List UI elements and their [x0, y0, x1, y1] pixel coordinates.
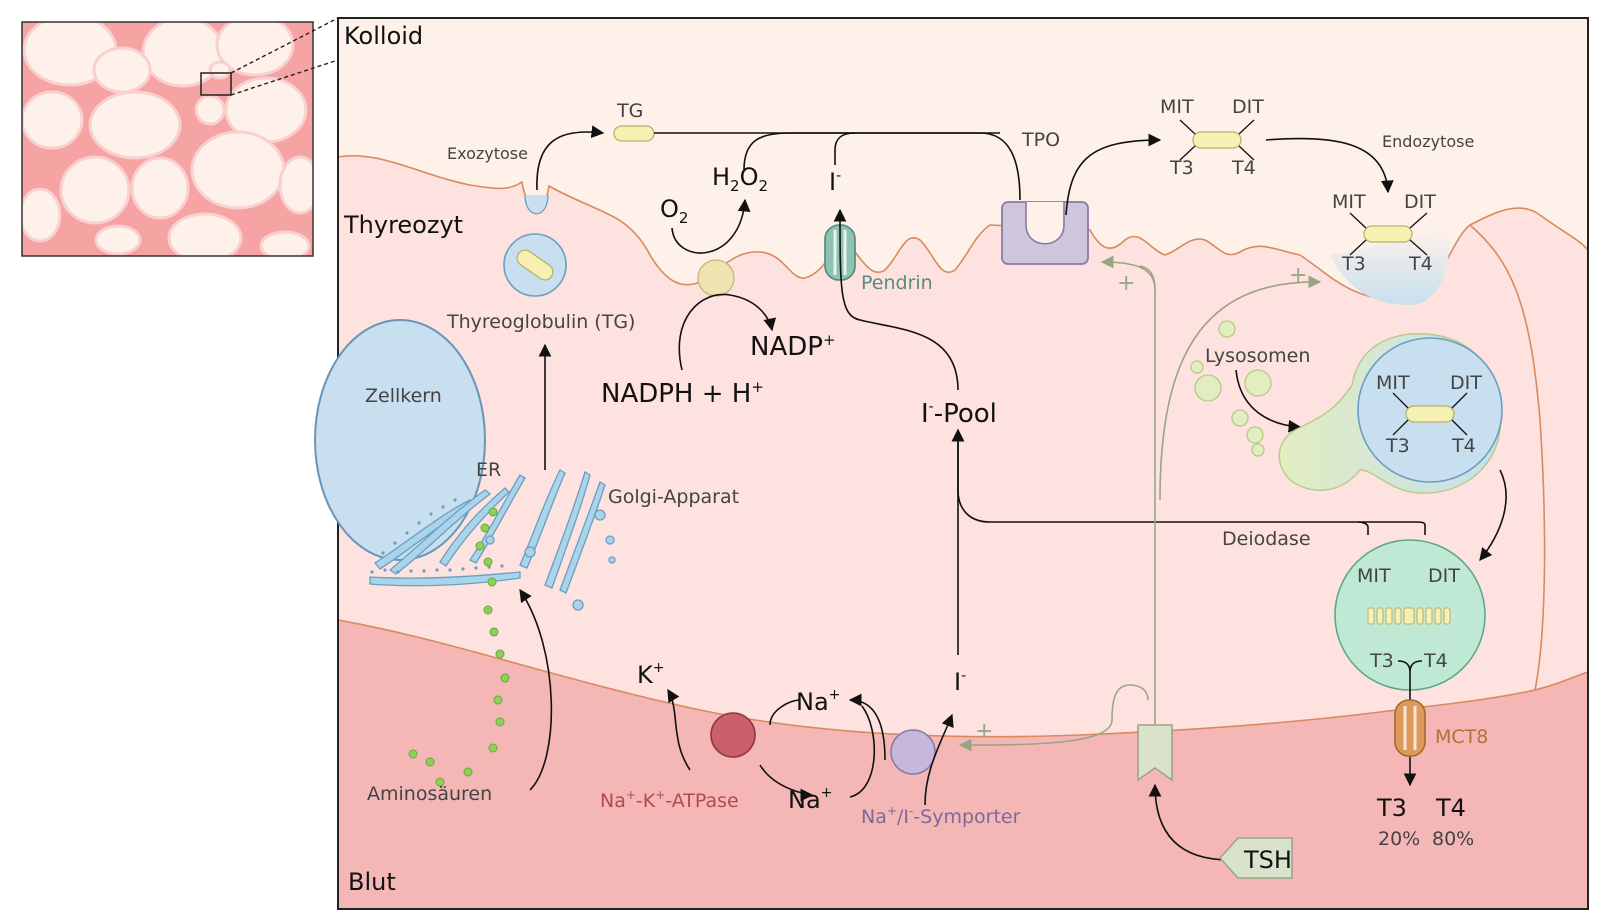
tsh-to-tpo-arrow [1100, 255, 1156, 291]
iodide-basal-label: I- [954, 668, 966, 696]
tsh-binding-arrow [1148, 783, 1231, 861]
o2-to-h2o2-arrow [671, 198, 751, 254]
na-to-symporter-top [848, 693, 886, 761]
cleavage-mit-label: MIT [1357, 565, 1391, 587]
tpo-label: TPO [1021, 129, 1060, 151]
blood-label: Blut [348, 868, 396, 896]
iodide-to-tpo-line [834, 132, 856, 165]
nadp-label: NADP+ [750, 331, 836, 362]
amino-acids [408, 507, 510, 787]
golgi-label: Golgi-Apparat [608, 486, 739, 508]
k-label: K+ [637, 660, 664, 689]
symporter-label: Na+/I--Symporter [861, 804, 1021, 828]
amino-acids-label: Aminosäuren [367, 783, 492, 805]
output-t3-label: T3 [1376, 794, 1407, 822]
na-atpase-arrow [759, 764, 814, 802]
cleavage-dit-label: DIT [1428, 565, 1460, 587]
deiodase-return-line [951, 428, 1426, 535]
amino-acid-to-er-arrow [519, 588, 553, 791]
svg-text:DIT: DIT [1232, 96, 1264, 118]
tsh-hormone [1218, 837, 1293, 879]
svg-text:T4: T4 [1451, 435, 1476, 457]
tpo-to-iodinated-tg-arrow [1065, 133, 1162, 216]
pool-to-pendrin-arrow [833, 208, 959, 391]
nadph-arrow [678, 293, 777, 371]
exocytosis-label: Exozytose [447, 144, 528, 163]
output-t4-label: T4 [1435, 794, 1466, 822]
deiodase-mit-line [1357, 521, 1369, 535]
iodide-pool-label: I--Pool [921, 399, 997, 429]
iodide-uptake-arrow [924, 713, 954, 806]
output-t3-percent: 20% [1378, 828, 1420, 850]
iodinated-tg-colloid: MIT DIT T3 T4 [1160, 96, 1264, 179]
iodinated-tg-endocytosis: MIT DIT T3 T4 [1332, 191, 1436, 275]
h2o2-to-tpo-line [743, 132, 1000, 171]
svg-text:MIT: MIT [1160, 96, 1194, 118]
vesicle-to-cleavage-arrow [1479, 469, 1507, 561]
cleavage-t3-label: T3 [1369, 650, 1394, 672]
mct8-transporter [1394, 699, 1426, 757]
tg-vesicle [503, 233, 567, 297]
thyroglobulin-label: Thyreoglobulin (TG) [446, 311, 635, 333]
nucleus-label: Zellkern [365, 385, 442, 407]
plus-endocytosis: + [1289, 263, 1307, 288]
na-k-atpase [710, 712, 756, 758]
na-atpase-top-line [769, 699, 801, 726]
tsh-receptor [1137, 724, 1173, 782]
svg-text:DIT: DIT [1404, 191, 1436, 213]
deiodase-label: Deiodase [1222, 528, 1311, 550]
thyrocyte-label: Thyreozyt [343, 211, 463, 239]
lysosomes-label: Lysosomen [1205, 345, 1310, 367]
iodinated-tg-vesicle: MIT DIT T3 T4 [1376, 372, 1482, 457]
na-k-atpase-label: Na+-K+-ATPase [600, 788, 739, 812]
svg-text:T4: T4 [1408, 253, 1433, 275]
tsh-to-symporter-arrow [958, 684, 1149, 752]
na-i-symporter [890, 729, 936, 775]
lysosome-fusion-arrow [1235, 369, 1302, 433]
plus-symporter: + [975, 719, 993, 744]
duox-enzyme [697, 259, 735, 297]
svg-text:T3: T3 [1169, 157, 1194, 179]
histology-inset [22, 22, 313, 256]
tg-label: TG [616, 100, 643, 122]
er-label: ER [476, 459, 501, 481]
cleaved-tg-fragments [1367, 607, 1451, 625]
svg-text:MIT: MIT [1376, 372, 1410, 394]
na-bottom-label: Na+ [788, 785, 832, 814]
o2-label: O2 [660, 195, 688, 227]
tsh-label: TSH [1243, 846, 1292, 874]
nadph-label: NADPH + H+ [601, 378, 764, 409]
pendrin-label: Pendrin [861, 272, 933, 294]
to-endocytosis-arrow [1265, 137, 1394, 194]
tpo-enzyme [1001, 201, 1089, 265]
mct8-label: MCT8 [1435, 726, 1488, 748]
cleavage-t4-label: T4 [1423, 650, 1448, 672]
iodide-apical-label: I- [829, 168, 841, 196]
output-t4-percent: 80% [1432, 828, 1474, 850]
na-top-label: Na+ [796, 687, 840, 716]
plus-tpo: + [1117, 271, 1135, 296]
exocytosis-arrow [536, 125, 605, 191]
svg-text:MIT: MIT [1332, 191, 1366, 213]
colloid-label: Kolloid [344, 22, 423, 50]
tg-molecule [613, 125, 655, 142]
k-out-arrow [667, 688, 691, 771]
svg-text:T3: T3 [1385, 435, 1410, 457]
svg-text:T4: T4 [1231, 157, 1256, 179]
tsh-to-endocytosis-arrow [1159, 275, 1322, 501]
na-symporter-loop [849, 705, 876, 798]
ribosomes [370, 498, 504, 574]
svg-text:DIT: DIT [1450, 372, 1482, 394]
nucleus: Zellkern [314, 319, 486, 561]
svg-text:T3: T3 [1341, 253, 1366, 275]
endocytosis-label: Endozytose [1382, 132, 1474, 151]
exocytosis-vesicle [524, 194, 549, 215]
